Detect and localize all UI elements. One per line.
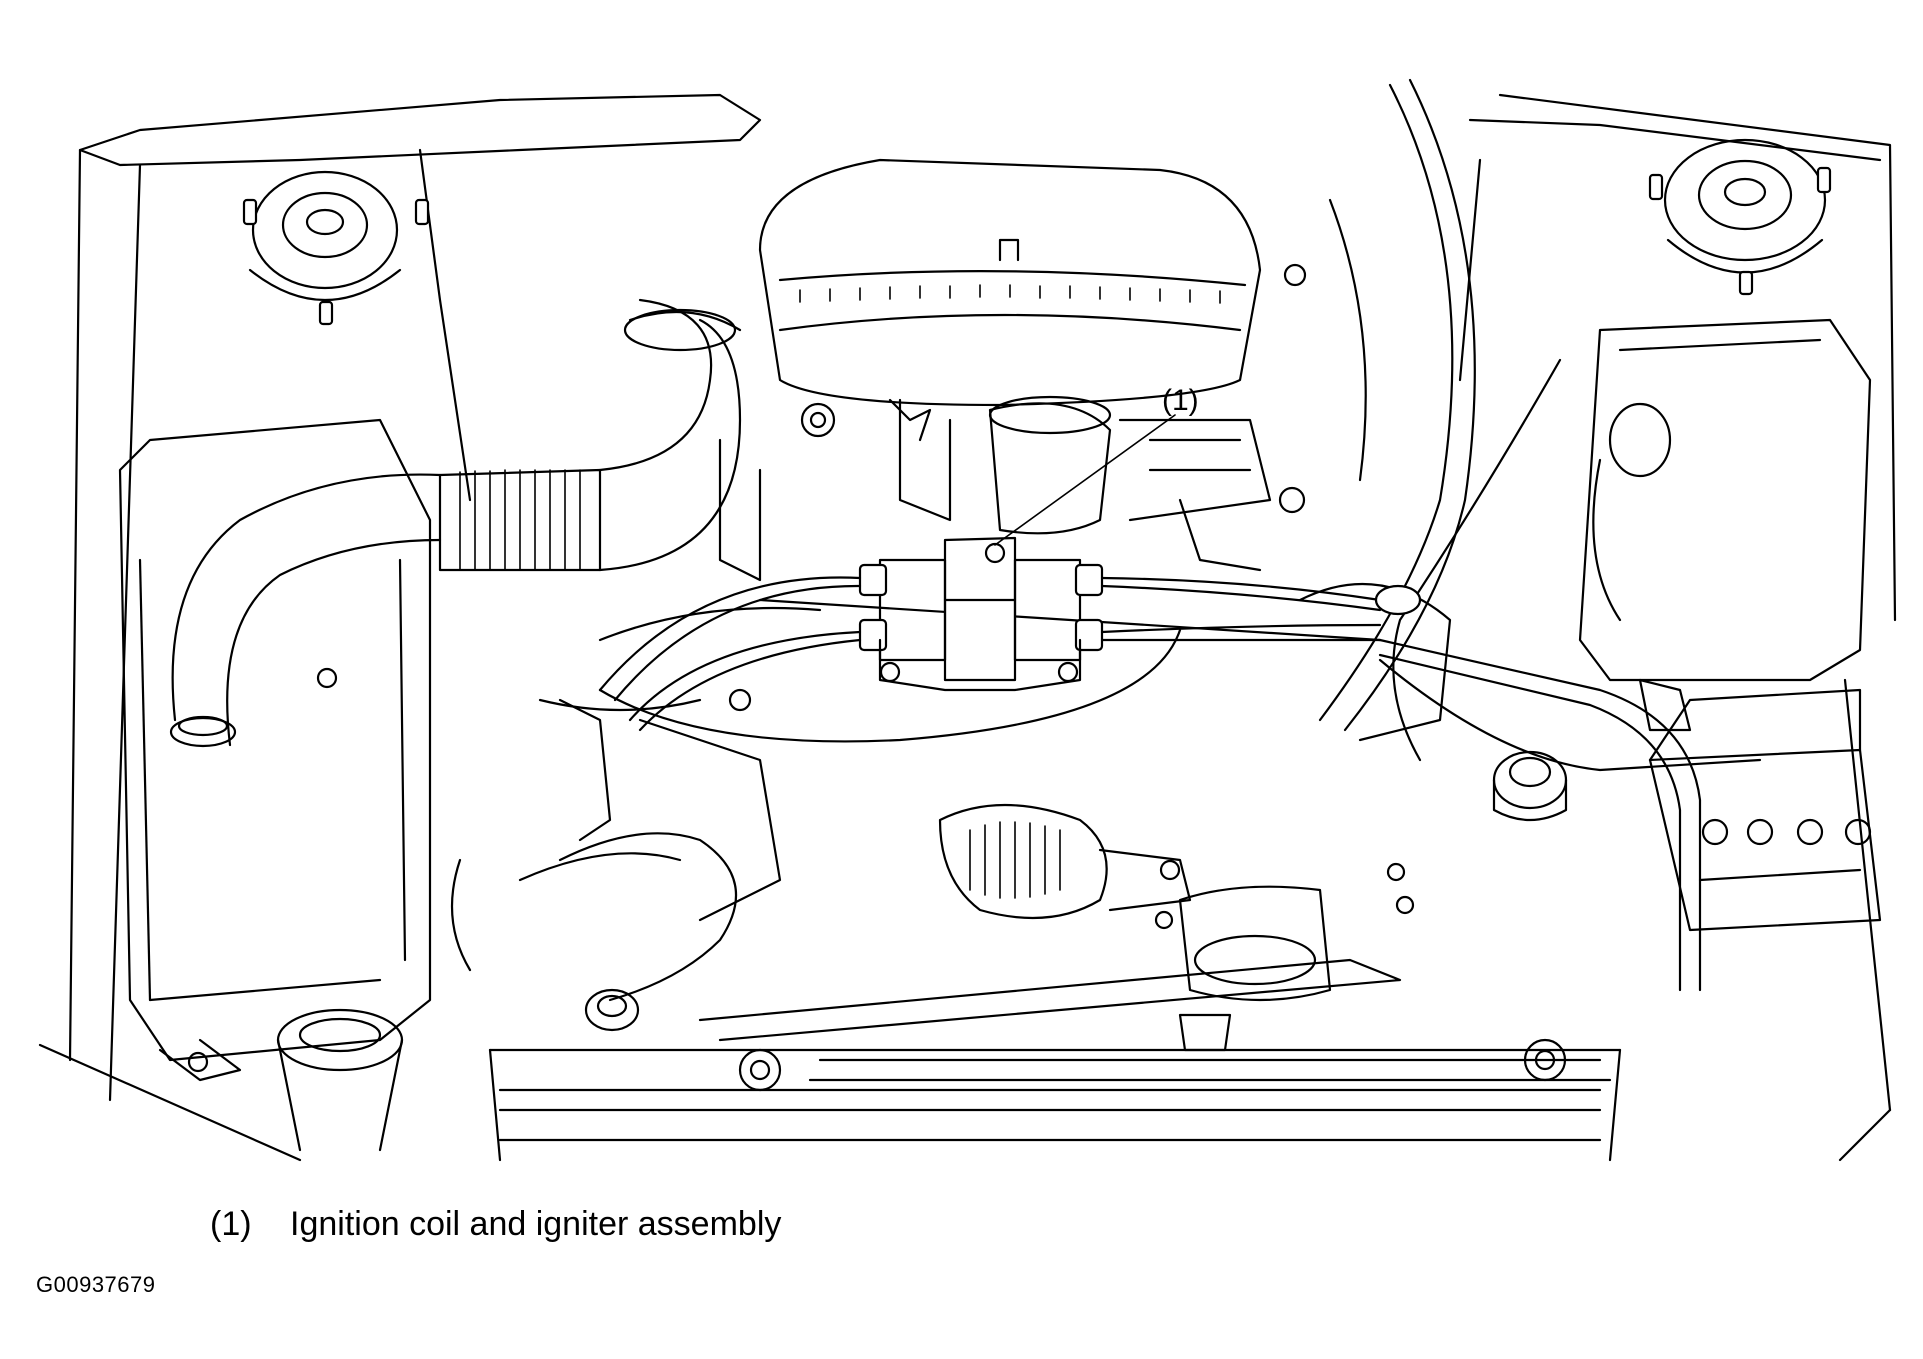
callout-1: (1) xyxy=(995,384,1199,545)
intake-duct xyxy=(171,300,740,746)
engine-block xyxy=(560,397,1450,920)
right-strut-tower xyxy=(1650,140,1830,294)
legend-description: Ignition coil and igniter assembly xyxy=(290,1205,782,1243)
engine-cover xyxy=(760,160,1305,440)
oil-filler-cap xyxy=(1494,752,1566,820)
ignition-coil-assembly xyxy=(860,538,1102,690)
lower-hoses xyxy=(452,833,736,1000)
washer-reservoir xyxy=(278,1010,402,1150)
intake-bellows xyxy=(460,470,580,570)
reservoir-tank xyxy=(1580,320,1870,680)
callout-legend: (1) Ignition coil and igniter assembly xyxy=(210,1205,781,1244)
figure-id: G00937679 xyxy=(36,1272,156,1297)
callout-1-marker: (1) xyxy=(1162,384,1199,417)
spark-plug-wires xyxy=(540,578,1380,742)
alternator xyxy=(940,805,1190,918)
pulley-housing xyxy=(1156,864,1413,1000)
radiator-cap xyxy=(586,990,638,1030)
air-cleaner-box xyxy=(120,420,430,1080)
legend-marker: (1) xyxy=(210,1205,252,1243)
wiring-harness-right xyxy=(1320,80,1760,990)
left-strut-tower xyxy=(244,172,428,324)
body-outline xyxy=(40,95,1895,1160)
radiator xyxy=(490,960,1620,1160)
engine-compartment-diagram: (1) xyxy=(0,0,1923,1180)
battery xyxy=(1650,690,1880,930)
